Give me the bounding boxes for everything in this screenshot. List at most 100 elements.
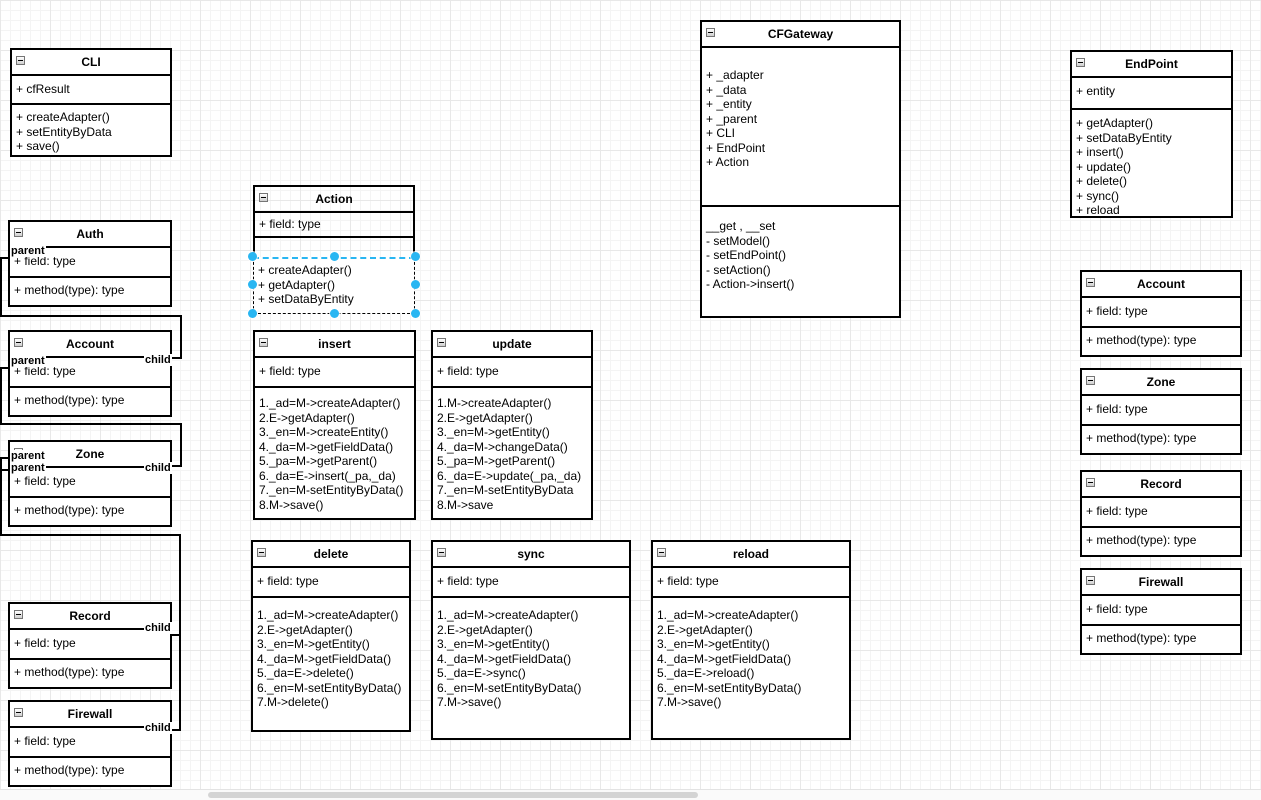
- class-title: delete: [313, 547, 349, 561]
- fields-section: + field: type: [653, 568, 849, 598]
- member-row: + Action: [706, 155, 750, 169]
- collapse-icon[interactable]: [257, 548, 266, 557]
- class-insert[interactable]: insert + field: type 1._ad=M->createAdap…: [253, 330, 416, 520]
- edge-firewall-zone[interactable]: [0, 469, 181, 731]
- collapse-icon[interactable]: [1076, 58, 1085, 67]
- class-endpoint-header: EndPoint: [1072, 52, 1231, 78]
- collapse-icon[interactable]: [14, 610, 23, 619]
- selection-handle-nw[interactable]: [248, 252, 257, 261]
- class-update[interactable]: update + field: type 1.M->createAdapter(…: [431, 330, 593, 520]
- horizontal-scrollbar-thumb[interactable]: [208, 792, 698, 798]
- methods-section-selected[interactable]: + createAdapter()+ getAdapter()+ setData…: [253, 257, 415, 314]
- collapse-icon[interactable]: [1086, 576, 1095, 585]
- member-row: + method(type): type: [14, 393, 125, 407]
- collapse-icon[interactable]: [657, 548, 666, 557]
- member-row: + field: type: [14, 474, 76, 488]
- methods-section: + method(type): type: [10, 278, 170, 305]
- edge-account-auth[interactable]: [0, 257, 182, 359]
- member-row: 1._ad=M->createAdapter(): [257, 608, 399, 622]
- collapse-icon[interactable]: [16, 56, 25, 65]
- class-cli-header: CLI: [12, 50, 170, 76]
- member-row: + _parent: [706, 111, 758, 126]
- edge-label-parent-auth[interactable]: parent: [10, 245, 46, 257]
- class-cfgateway-header: CFGateway: [702, 22, 899, 48]
- edge-label-parent-zone-2[interactable]: parent: [10, 462, 46, 474]
- collapse-icon[interactable]: [1086, 376, 1095, 385]
- edge-label-child-account[interactable]: child: [144, 354, 172, 366]
- class-reload[interactable]: reload + field: type 1._ad=M->createAdap…: [651, 540, 851, 740]
- edge-label-child-firewall[interactable]: child: [144, 722, 172, 734]
- collapse-icon[interactable]: [437, 548, 446, 557]
- methods-section: 1._ad=M->createAdapter()2.E->getAdapter(…: [255, 388, 414, 518]
- methods-section: + getAdapter()+ setDataByEntity+ insert(…: [1072, 110, 1231, 216]
- edge-zone-account[interactable]: [0, 367, 182, 467]
- class-sync[interactable]: sync + field: type 1._ad=M->createAdapte…: [431, 540, 631, 740]
- fields-section: + field: type: [10, 468, 170, 498]
- class-account-left-header: Account: [10, 332, 170, 358]
- member-row: + field: type: [14, 364, 76, 378]
- member-row: 6._en=M-setEntityByData(): [437, 680, 582, 695]
- fields-section: + field: type: [433, 568, 629, 598]
- member-row: 1._ad=M->createAdapter(): [259, 396, 401, 410]
- member-row: + field: type: [1086, 602, 1148, 616]
- class-endpoint[interactable]: EndPoint + entity + getAdapter()+ setDat…: [1070, 50, 1233, 218]
- selection-handle-s[interactable]: [330, 309, 339, 318]
- class-account-right[interactable]: Account + field: type + method(type): ty…: [1080, 270, 1242, 357]
- fields-section: + cfResult: [12, 76, 170, 105]
- collapse-icon[interactable]: [14, 708, 23, 717]
- collapse-icon[interactable]: [14, 338, 23, 347]
- class-insert-header: insert: [255, 332, 414, 358]
- class-record-left[interactable]: Record + field: type + method(type): typ…: [8, 602, 172, 689]
- collapse-icon[interactable]: [14, 228, 23, 237]
- collapse-icon[interactable]: [1086, 478, 1095, 487]
- selection-handle-w[interactable]: [248, 280, 257, 289]
- collapse-icon[interactable]: [259, 338, 268, 347]
- edge-label-child-zone[interactable]: child: [144, 462, 172, 474]
- class-auth[interactable]: Auth + field: type + method(type): type: [8, 220, 172, 307]
- class-cli[interactable]: CLI + cfResult + createAdapter()+ setEnt…: [10, 48, 172, 157]
- class-title: Account: [1137, 277, 1185, 291]
- methods-section: + method(type): type: [1082, 426, 1240, 453]
- member-row: 5._da=E->sync(): [437, 666, 526, 680]
- class-account-left[interactable]: Account + field: type + method(type): ty…: [8, 330, 172, 417]
- collapse-icon[interactable]: [259, 193, 268, 202]
- fields-section: + _adapter+ _data+ _entity+ _parent+ CLI…: [702, 48, 899, 207]
- member-row: + CLI: [706, 126, 736, 140]
- edge-label-parent-account[interactable]: parent: [10, 355, 46, 367]
- methods-section: 1._ad=M->createAdapter()2.E->getAdapter(…: [433, 598, 629, 738]
- class-title: Record: [1140, 477, 1182, 491]
- member-row: + sync(): [1076, 188, 1120, 203]
- selection-handle-ne[interactable]: [411, 252, 420, 261]
- selection-handle-n[interactable]: [330, 252, 339, 261]
- class-action[interactable]: Action + field: type + createAdapter()+ …: [253, 185, 415, 314]
- horizontal-scrollbar-track[interactable]: [0, 789, 1261, 800]
- selection-handle-e[interactable]: [411, 280, 420, 289]
- edge-label-child-record[interactable]: child: [144, 622, 172, 634]
- member-row: + setDataByEntity: [1076, 130, 1172, 145]
- selection-handle-se[interactable]: [411, 309, 420, 318]
- selection-handle-sw[interactable]: [248, 309, 257, 318]
- class-delete[interactable]: delete + field: type 1._ad=M->createAdap…: [251, 540, 411, 732]
- member-row: 2.E->getAdapter(): [259, 410, 355, 425]
- class-delete-header: delete: [253, 542, 409, 568]
- methods-section: __get , __set- setModel()- setEndPoint()…: [702, 207, 899, 316]
- methods-section: + method(type): type: [1082, 528, 1240, 555]
- class-zone-right[interactable]: Zone + field: type + method(type): type: [1080, 368, 1242, 455]
- class-firewall-left-header: Firewall: [10, 702, 170, 728]
- collapse-icon[interactable]: [706, 28, 715, 37]
- member-row: + field: type: [1086, 402, 1148, 416]
- class-title: EndPoint: [1125, 57, 1178, 71]
- class-firewall-left[interactable]: Firewall + field: type + method(type): t…: [8, 700, 172, 787]
- member-row: 4._da=M->getFieldData(): [437, 651, 572, 666]
- class-record-right[interactable]: Record + field: type + method(type): typ…: [1080, 470, 1242, 557]
- member-row: + method(type): type: [14, 665, 125, 679]
- collapse-icon[interactable]: [437, 338, 446, 347]
- class-firewall-right[interactable]: Firewall + field: type + method(type): t…: [1080, 568, 1242, 655]
- member-row: + field: type: [257, 574, 319, 588]
- edge-label-parent-zone-1[interactable]: parent: [10, 450, 46, 462]
- class-cfgateway[interactable]: CFGateway + _adapter+ _data+ _entity+ _p…: [700, 20, 901, 318]
- member-row: + _entity: [706, 97, 752, 111]
- class-update-header: update: [433, 332, 591, 358]
- collapse-icon[interactable]: [1086, 278, 1095, 287]
